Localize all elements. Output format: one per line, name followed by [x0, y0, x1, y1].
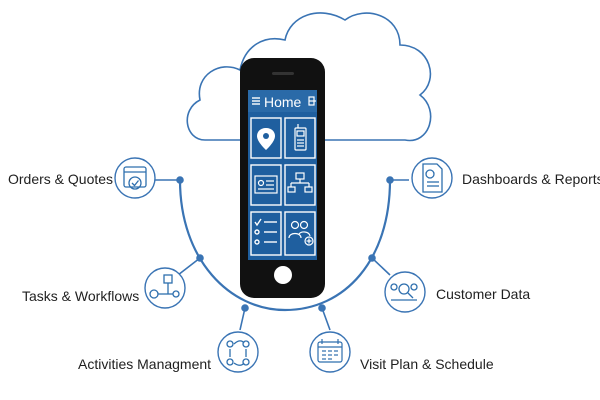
phone-home-button[interactable]: [274, 266, 292, 284]
phone-speaker: [272, 72, 294, 75]
tile-orgchart[interactable]: [284, 164, 316, 206]
contact-card-icon: [254, 175, 278, 194]
label-orders-quotes: Orders & Quotes: [8, 171, 114, 187]
tile-device[interactable]: [284, 117, 316, 159]
label-dashboards-reports: Dashboards & Reports: [462, 171, 600, 187]
smartphone: [240, 58, 325, 298]
feature-visit-plan-schedule[interactable]: [309, 331, 351, 373]
cloud-outline: [186, 12, 432, 142]
feature-customer-data[interactable]: [384, 271, 426, 313]
add-user-group-icon: [288, 220, 314, 246]
feature-activities-management[interactable]: [217, 331, 259, 373]
connector-links: [151, 176, 409, 331]
phone-home-title: Home: [264, 94, 302, 110]
tile-contact[interactable]: [250, 164, 282, 206]
customer-search-icon: [390, 283, 418, 301]
calendar-check-icon: [123, 166, 147, 190]
tile-checklist[interactable]: [250, 211, 282, 256]
connector-arc: [178, 179, 392, 312]
mobile-device-icon: [294, 124, 307, 151]
org-chart-icon: [287, 172, 313, 193]
tile-location[interactable]: [250, 117, 282, 159]
feature-dashboards-reports[interactable]: [411, 157, 453, 199]
phone-screen: [248, 90, 317, 260]
label-visit-plan-schedule: Visit Plan & Schedule: [360, 356, 494, 372]
label-activities-management: Activities Managment: [78, 356, 212, 372]
phone-header-bar: [248, 90, 317, 112]
schedule-calendar-icon: [317, 339, 343, 363]
location-pin-icon: [257, 128, 275, 150]
checklist-icon: [254, 218, 277, 245]
feature-tasks-workflows[interactable]: [144, 267, 186, 309]
report-document-icon: [422, 163, 443, 193]
label-tasks-workflows: Tasks & Workflows: [22, 288, 140, 304]
label-customer-data: Customer Data: [436, 286, 531, 302]
team-cycle-icon: [226, 340, 250, 366]
tile-grid: [250, 117, 316, 256]
logout-icon[interactable]: [308, 96, 316, 106]
menu-icon[interactable]: [252, 97, 260, 105]
feature-orders-quotes[interactable]: [114, 157, 156, 199]
workflow-icon: [149, 274, 180, 299]
tile-users[interactable]: [284, 211, 316, 256]
